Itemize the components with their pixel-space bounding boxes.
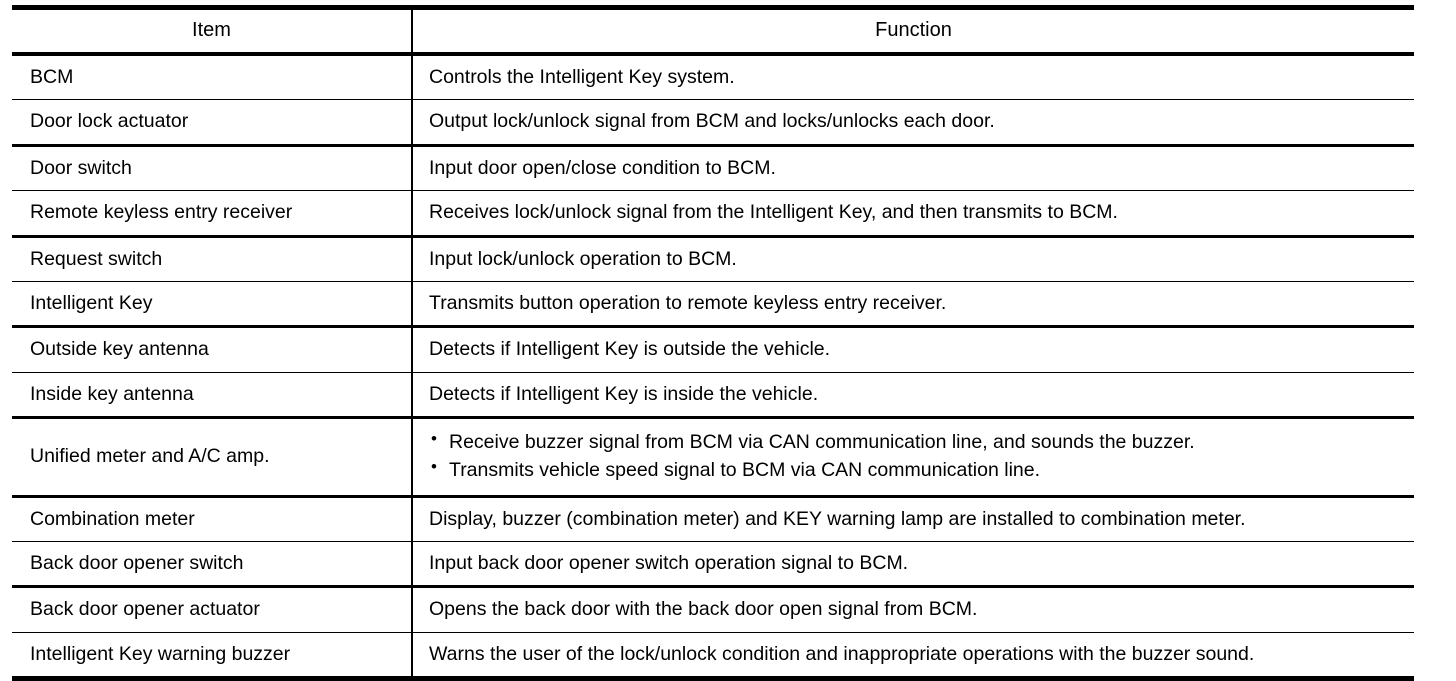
cell-function: Receive buzzer signal from BCM via CAN c… xyxy=(412,417,1414,498)
cell-function: Detects if Intelligent Key is outside th… xyxy=(412,326,1414,373)
cell-item: Back door opener actuator xyxy=(12,586,413,633)
cell-function: Detects if Intelligent Key is inside the… xyxy=(412,372,1414,420)
cell-function: Display, buzzer (combination meter) and … xyxy=(412,496,1414,542)
column-header-item: Item xyxy=(12,7,413,56)
cell-item: Intelligent Key warning buzzer xyxy=(12,632,413,679)
cell-item: Inside key antenna xyxy=(12,372,413,420)
cell-function: Controls the Intelligent Key system. xyxy=(412,54,1414,101)
cell-function: Input door open/close condition to BCM. xyxy=(412,145,1414,192)
table-row: Intelligent Key warning buzzer Warns the … xyxy=(12,632,1414,679)
function-bullet-list: Receive buzzer signal from BCM via CAN c… xyxy=(429,427,1406,485)
cell-item: Back door opener switch xyxy=(12,541,413,589)
cell-function: Input back door opener switch operation … xyxy=(412,541,1414,589)
table-header-row: Item Function xyxy=(12,7,1414,56)
function-bullet-item: Transmits vehicle speed signal to BCM vi… xyxy=(429,455,1406,484)
cell-item: BCM xyxy=(12,54,413,101)
cell-function: Receives lock/unlock signal from the Int… xyxy=(412,190,1414,238)
cell-item: Door lock actuator xyxy=(12,99,413,147)
cell-item: Unified meter and A/C amp. xyxy=(12,417,413,498)
cell-function: Output lock/unlock signal from BCM and l… xyxy=(412,99,1414,147)
table-row: Unified meter and A/C amp. Receive buzzer… xyxy=(12,417,1414,498)
cell-item: Combination meter xyxy=(12,496,413,542)
cell-item: Remote keyless entry receiver xyxy=(12,190,413,238)
cell-item: Door switch xyxy=(12,145,413,192)
cell-function: Transmits button operation to remote key… xyxy=(412,281,1414,329)
cell-item: Intelligent Key xyxy=(12,281,413,329)
cell-function: Warns the user of the lock/unlock condit… xyxy=(429,642,1255,665)
table-header: Item Function xyxy=(12,7,1414,56)
cell-item: Request switch xyxy=(12,236,413,282)
column-header-function: Function xyxy=(412,7,1414,56)
cell-item: Outside key antenna xyxy=(12,326,413,373)
function-bullet-item: Receive buzzer signal from BCM via CAN c… xyxy=(429,427,1406,456)
cell-function: Input lock/unlock operation to BCM. xyxy=(412,236,1414,282)
cell-function: Opens the back door with the back door o… xyxy=(412,586,1414,633)
